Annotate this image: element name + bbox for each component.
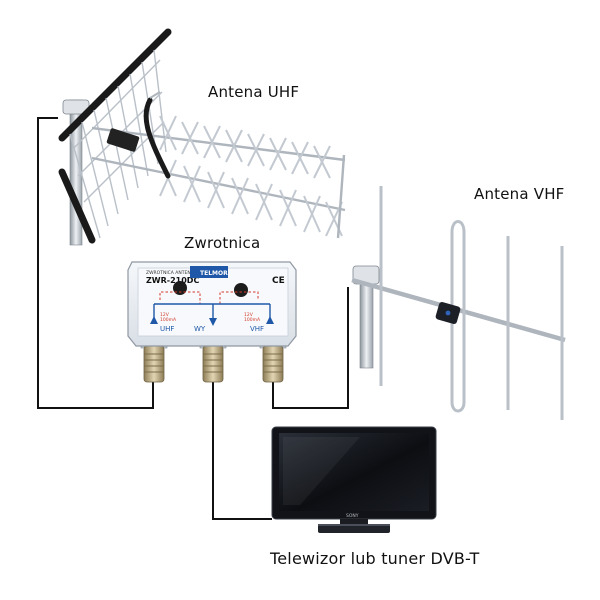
label-tv: Telewizor lub tuner DVB-T — [270, 549, 480, 568]
tv-stand-neck — [340, 519, 368, 525]
cable-vhf — [272, 287, 349, 409]
uhf-directors — [159, 115, 343, 237]
tv-stand-base — [318, 524, 390, 533]
tv-set: SONY — [271, 426, 437, 533]
cable-uhf — [37, 117, 154, 409]
device-brand: TELMOR — [200, 270, 228, 277]
device-subtitle: ZWROTNICA ANTENOWA — [146, 270, 202, 276]
port-label-uhf: UHF — [160, 325, 174, 333]
port-label-out: WY — [194, 325, 206, 333]
vhf-antenna — [351, 186, 566, 420]
brand-badge — [190, 266, 228, 278]
port-label-vhf: VHF — [250, 325, 264, 333]
vhf-folded-dipole — [450, 220, 466, 413]
uhf-antenna — [58, 28, 346, 246]
knob-vhf — [234, 283, 248, 297]
tv-brand: SONY — [346, 513, 359, 519]
label-diplexer: Zwrotnica — [184, 234, 261, 252]
device-model: ZWR-210DC — [146, 276, 199, 285]
label-antenna-uhf: Antena UHF — [208, 83, 300, 101]
diplexer-device: ZWROTNICA ANTENOWA ZWR-210DC TELMOR CE 1… — [127, 261, 297, 383]
tv-screen — [279, 433, 429, 511]
cables — [37, 117, 349, 520]
vhf-elements — [379, 186, 564, 420]
ce-mark: CE — [272, 276, 285, 286]
cable-tv — [212, 382, 272, 520]
knob-uhf — [173, 281, 187, 295]
label-antenna-vhf: Antena VHF — [474, 185, 565, 203]
